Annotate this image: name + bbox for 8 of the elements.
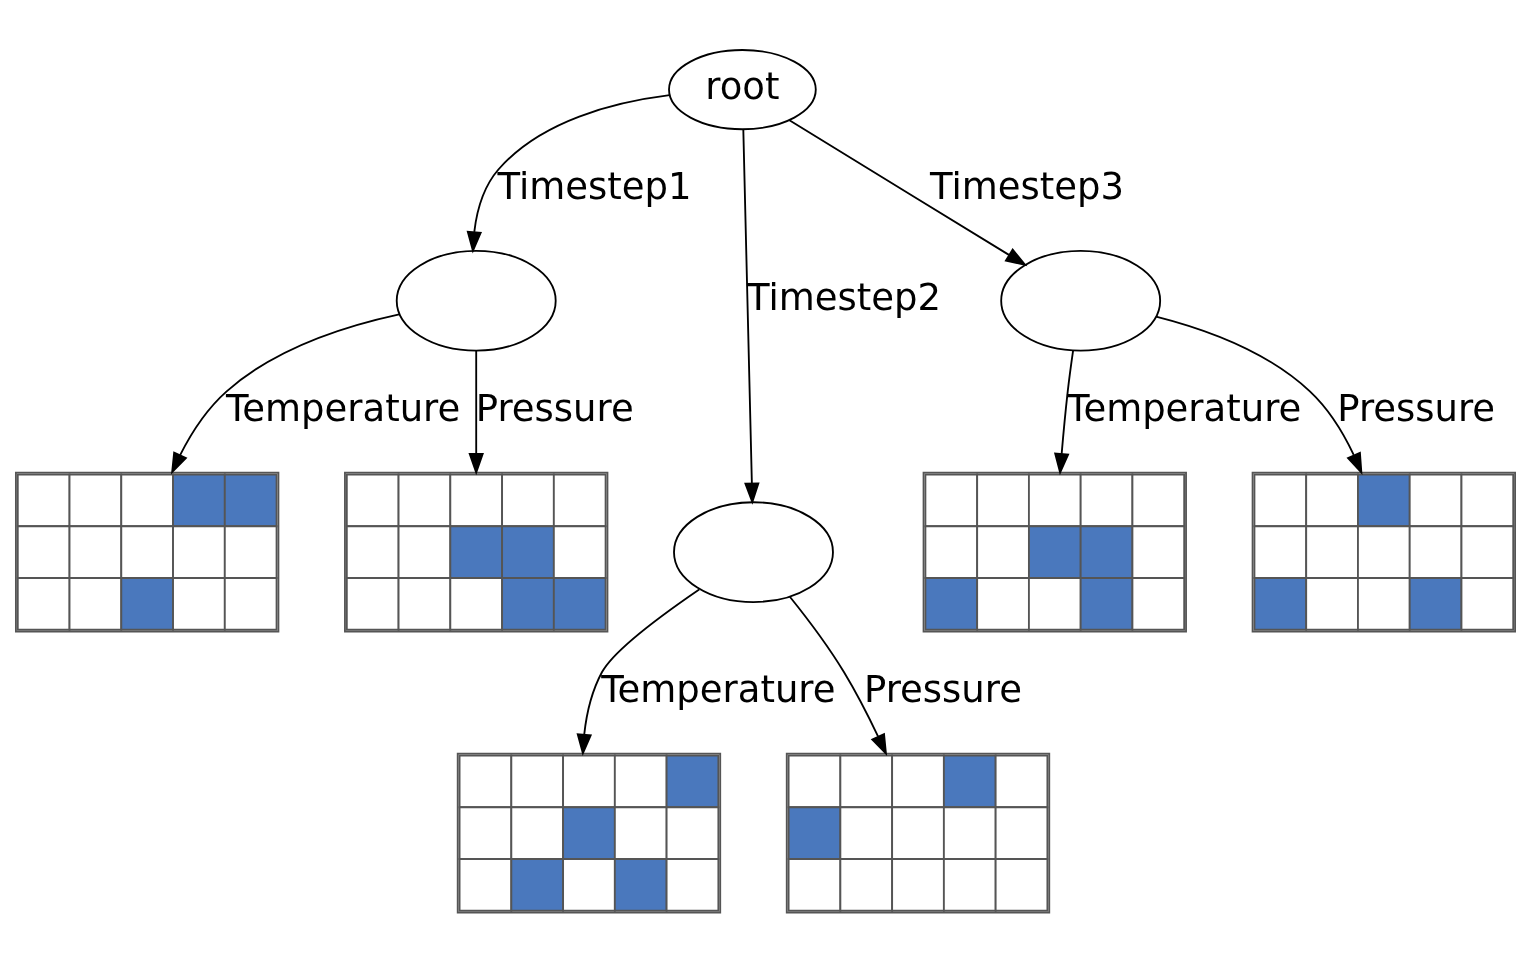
- edge-label: Temperature: [1067, 386, 1302, 430]
- edge-label: Pressure: [475, 386, 634, 430]
- edge-label: Temperature: [601, 667, 836, 711]
- edge-label: Temperature: [226, 386, 461, 430]
- edge-label: Timestep3: [930, 164, 1125, 208]
- edge-label: Pressure: [1337, 386, 1496, 430]
- edge-label: Timestep1: [497, 164, 692, 208]
- edge-label: Pressure: [864, 667, 1022, 711]
